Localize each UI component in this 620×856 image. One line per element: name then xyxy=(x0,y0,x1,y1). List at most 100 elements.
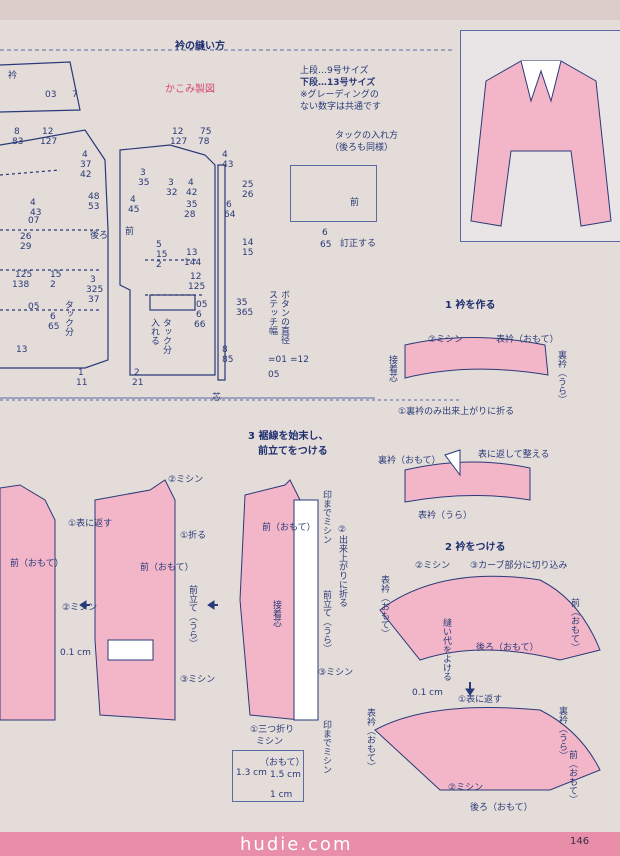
step1-machine: ②ミシン xyxy=(428,335,464,345)
step1-outer-collar-2: 表衿（うら） xyxy=(418,511,473,521)
jacket-photo xyxy=(460,30,620,242)
dim-label: 4 xyxy=(30,198,36,208)
interfacing-label: 芯 xyxy=(212,393,222,403)
dim-label: 28 xyxy=(184,210,196,220)
credit-label: かこみ製図 xyxy=(165,84,215,95)
button-diameter-value: =12 xyxy=(290,355,309,365)
collar-num-2: 7 xyxy=(72,90,78,100)
dim-label: 14 xyxy=(242,238,254,248)
dim-label: 85 xyxy=(222,355,234,365)
tuck-amount-label: タック分 xyxy=(63,300,73,336)
dim-label: 37 xyxy=(80,160,92,170)
step3-machine-3b: ③ミシン xyxy=(318,668,354,678)
back-label: 後ろ xyxy=(90,231,109,241)
dim-label: 2 xyxy=(50,280,56,290)
dim-label: 4 xyxy=(82,150,88,160)
step3-m1: 1 cm xyxy=(270,790,293,800)
dim-label: 42 xyxy=(186,188,198,198)
page-title: 衿の縫い方 xyxy=(175,41,225,52)
step3-mark-2: 印までミシン xyxy=(321,720,331,774)
step2-gap: 0.1 cm xyxy=(412,688,443,698)
dim-label: 2 xyxy=(134,368,140,378)
dim-label: 5 xyxy=(156,240,162,250)
dim-label: 37 xyxy=(88,295,100,305)
dim-label: 78 xyxy=(198,137,210,147)
dim-label: 144 xyxy=(184,258,202,268)
dim-label: 42 xyxy=(80,170,92,180)
step3-machine-4: ミシン xyxy=(256,737,284,747)
step2-front: 前（おもて） xyxy=(569,598,579,652)
tuck-num-bottom: 65 xyxy=(320,240,332,250)
step3-front-omote-2: 前（おもて） xyxy=(140,563,194,573)
step3-front-omote-3: 前（おもて） xyxy=(262,523,316,533)
step2-back-2: 後ろ（おもて） xyxy=(470,803,533,813)
step1-inner-collar: 裏衿（うら） xyxy=(556,350,566,404)
front-pattern-piece xyxy=(119,144,226,381)
step2-inner-collar: 裏衿（うら） xyxy=(557,706,567,760)
step-arrows xyxy=(79,600,475,696)
step3-title-2: 前立てをつける xyxy=(258,446,328,457)
dim-label: 365 xyxy=(236,308,254,318)
step3-machine-3: ③ミシン xyxy=(180,675,216,685)
front-label: 前 xyxy=(125,227,135,237)
tuck-diagram xyxy=(290,165,377,222)
hem-detail-box xyxy=(232,750,304,802)
dim-label: 15 xyxy=(242,248,254,258)
step3-m13: 1.3 cm xyxy=(236,768,267,778)
footer-band xyxy=(0,832,620,856)
dim-label: 45 xyxy=(128,205,140,215)
step2-back: 後ろ（おもて） xyxy=(476,643,539,653)
dim-label: 127 xyxy=(170,137,188,147)
dim-label: 15 xyxy=(156,250,168,260)
step3-m15: 1.5 cm xyxy=(270,770,301,780)
dim-label: 325 xyxy=(86,285,104,295)
step1-fold: ①裏衿のみ出来上がりに折る xyxy=(398,407,515,417)
dim-label: 66 xyxy=(194,320,206,330)
dim-label: 32 xyxy=(166,188,178,198)
dim-label: 26 xyxy=(20,232,32,242)
tuck-num-top: 6 xyxy=(322,228,328,238)
step3-fold-1: ①折る xyxy=(180,531,207,541)
step1-interfacing: 接着芯 xyxy=(387,355,397,382)
stitch-width-value1: =01 xyxy=(268,355,287,365)
dim-label: 11 xyxy=(76,378,88,388)
dim-label: 6 xyxy=(196,310,202,320)
step1-inner-collar-2: 裏衿（おもて） xyxy=(378,456,441,466)
collar-attach-step2 xyxy=(374,575,601,791)
dim-label: 3 xyxy=(90,275,96,285)
dim-label: 3 xyxy=(168,178,174,188)
size-note-2: ない数字は共通です xyxy=(300,102,382,112)
dim-label: 75 xyxy=(200,127,212,137)
step3-gap: 0.1 cm xyxy=(60,648,91,658)
collar-num-1: 03 xyxy=(45,90,57,100)
dim-label: 05 xyxy=(28,302,40,312)
step2-avoid: 縫い代をよける xyxy=(441,618,451,681)
step3-turn-front: ①表に返す xyxy=(68,519,113,529)
step3-interfacing: 接着芯 xyxy=(271,600,281,627)
step2-machine: ②ミシン xyxy=(415,561,451,571)
tuck-amount-label-2: タック分 xyxy=(161,318,171,354)
collar-label: 衿 xyxy=(8,71,18,81)
tuck-correct-label: 訂正する xyxy=(340,239,377,249)
dim-label: 2 xyxy=(156,260,162,270)
size-upper: 上段…9号サイズ xyxy=(300,66,369,76)
top-band xyxy=(0,0,620,20)
tuck-front-label: 前 xyxy=(350,198,360,208)
tuck-title: タックの入れ方 xyxy=(335,131,399,141)
dim-label: 125 xyxy=(15,270,33,280)
dim-label: 35 xyxy=(186,200,198,210)
step3-triple-fold: ①三つ折り xyxy=(250,725,295,735)
dim-label: 64 xyxy=(224,210,236,220)
dim-label: 125 xyxy=(188,282,206,292)
step3-machine-b: ②ミシン xyxy=(62,603,98,613)
dim-label: 65 xyxy=(48,322,60,332)
dim-label: 43 xyxy=(222,160,234,170)
stitch-width-value2: 05 xyxy=(268,370,280,380)
dim-label: 13 xyxy=(186,248,198,258)
size-lower: 下段…13号サイズ xyxy=(300,78,376,88)
dim-label: 12 xyxy=(42,127,54,137)
dim-label: 4 xyxy=(222,150,228,160)
dim-label: 35 xyxy=(138,178,150,188)
dim-label: 26 xyxy=(242,190,254,200)
